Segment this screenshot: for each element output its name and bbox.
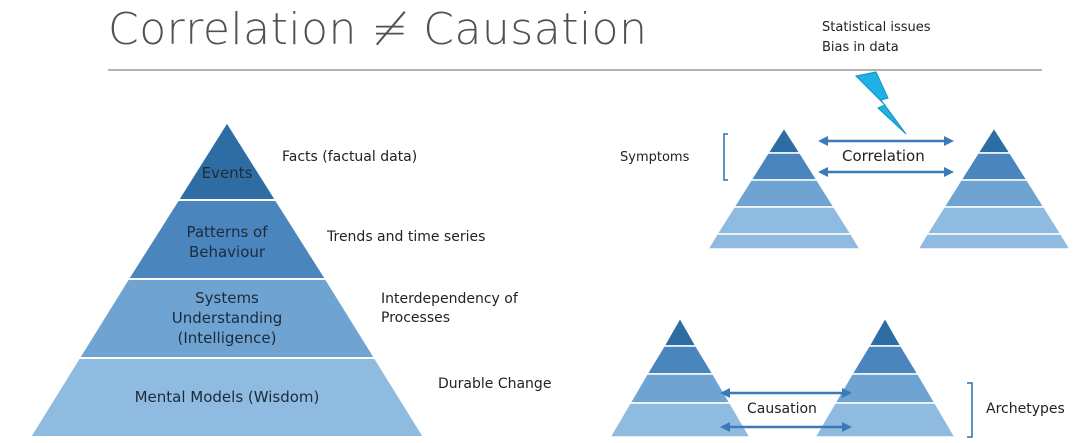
annotation-durable-change: Durable Change xyxy=(438,376,552,392)
slide-title: Correlation ≠ Causation xyxy=(108,4,648,55)
lightning-icon xyxy=(854,71,907,135)
pyramid-label-mental-models: Mental Models (Wisdom) xyxy=(134,388,320,406)
note-statistical-issues: Statistical issues xyxy=(822,20,931,35)
annotation-trends: Trends and time series xyxy=(327,229,486,245)
symptoms-label: Symptoms xyxy=(620,150,690,165)
causation-label: Causation xyxy=(745,400,819,419)
pyramid-level-events xyxy=(176,120,278,201)
small-pyramid-top-left xyxy=(706,126,862,250)
annotation-facts: Facts (factual data) xyxy=(282,149,418,165)
small-pyramid-top-right xyxy=(916,126,1072,250)
annotation-interdependency: Interdependency of Processes xyxy=(381,291,518,326)
pyramid-label-patterns: Patterns of Behaviour xyxy=(186,223,268,261)
causation-arrows xyxy=(720,388,852,432)
archetypes-bracket xyxy=(967,382,973,438)
archetypes-label: Archetypes xyxy=(986,401,1065,417)
symptoms-bracket xyxy=(723,133,728,181)
note-bias-in-data: Bias in data xyxy=(822,40,899,55)
correlation-label: Correlation xyxy=(840,147,927,166)
correlation-arrows xyxy=(818,136,954,177)
pyramid-label-events: Events xyxy=(201,164,253,182)
small-pyramid-bottom-right xyxy=(813,316,957,438)
main-pyramid xyxy=(28,120,426,438)
small-pyramid-bottom-left xyxy=(608,316,752,438)
pyramid-label-systems: Systems Understanding (Intelligence) xyxy=(171,289,283,347)
pyramid-level-mental-models xyxy=(28,357,426,438)
